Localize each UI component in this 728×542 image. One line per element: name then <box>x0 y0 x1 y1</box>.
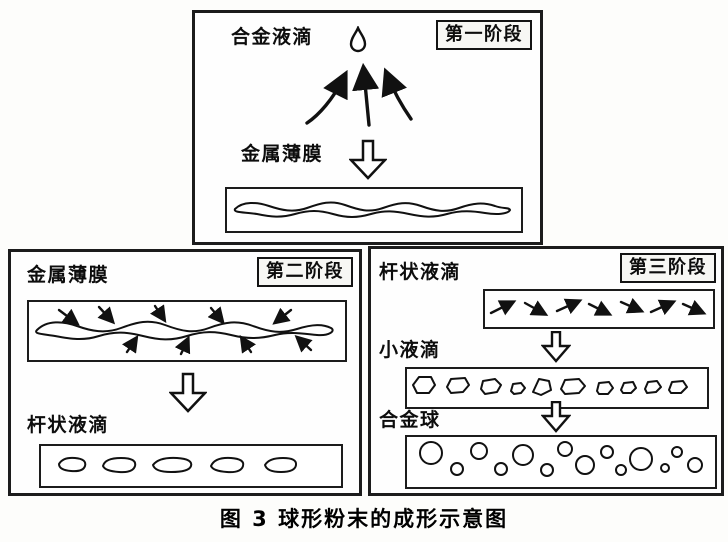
figure-caption: 图 3 球形粉末的成形示意图 <box>219 507 509 531</box>
small-droplets-icon <box>412 376 688 396</box>
stage3-panel: 第三阶段 杆状液滴 小液滴 <box>368 246 724 496</box>
stage2-badge: 第二阶段 <box>257 257 353 287</box>
stage2-rod-box <box>39 444 343 488</box>
rod-droplets-icon <box>58 456 298 474</box>
contracting-film-icon <box>35 304 334 356</box>
stage1-film-box <box>225 187 523 233</box>
block-down-arrow-icon <box>169 372 207 413</box>
stage3-badge: 第三阶段 <box>620 253 716 283</box>
stage1-droplet-label: 合金液滴 <box>231 26 314 48</box>
stage2-film-box <box>27 300 347 362</box>
stage3-sphere-box <box>405 435 717 489</box>
stage1-badge: 第一阶段 <box>436 20 532 50</box>
stage1-panel: 合金液滴 第一阶段 金属薄膜 <box>192 10 543 245</box>
stage3-rod-box <box>483 289 715 329</box>
alloy-spheres-icon <box>419 441 703 477</box>
block-down-arrow-icon <box>349 139 387 180</box>
breaking-rods-icon <box>489 297 707 316</box>
block-down-arrow-icon <box>541 331 571 363</box>
block-down-arrow-icon <box>541 401 571 433</box>
converging-up-arrows-icon <box>305 62 413 127</box>
stage2-rod-label: 杆状液滴 <box>27 414 110 436</box>
stage3-small-droplet-label: 小液滴 <box>379 339 441 361</box>
stage2-panel: 金属薄膜 第二阶段 <box>8 249 362 496</box>
stage2-film-label: 金属薄膜 <box>27 264 110 286</box>
metal-film-wave-icon <box>233 201 512 218</box>
stage3-rod-label: 杆状液滴 <box>379 261 462 283</box>
stage1-film-label: 金属薄膜 <box>241 143 324 165</box>
stage3-sphere-label: 合金球 <box>379 409 441 431</box>
alloy-droplet-icon <box>349 26 367 53</box>
